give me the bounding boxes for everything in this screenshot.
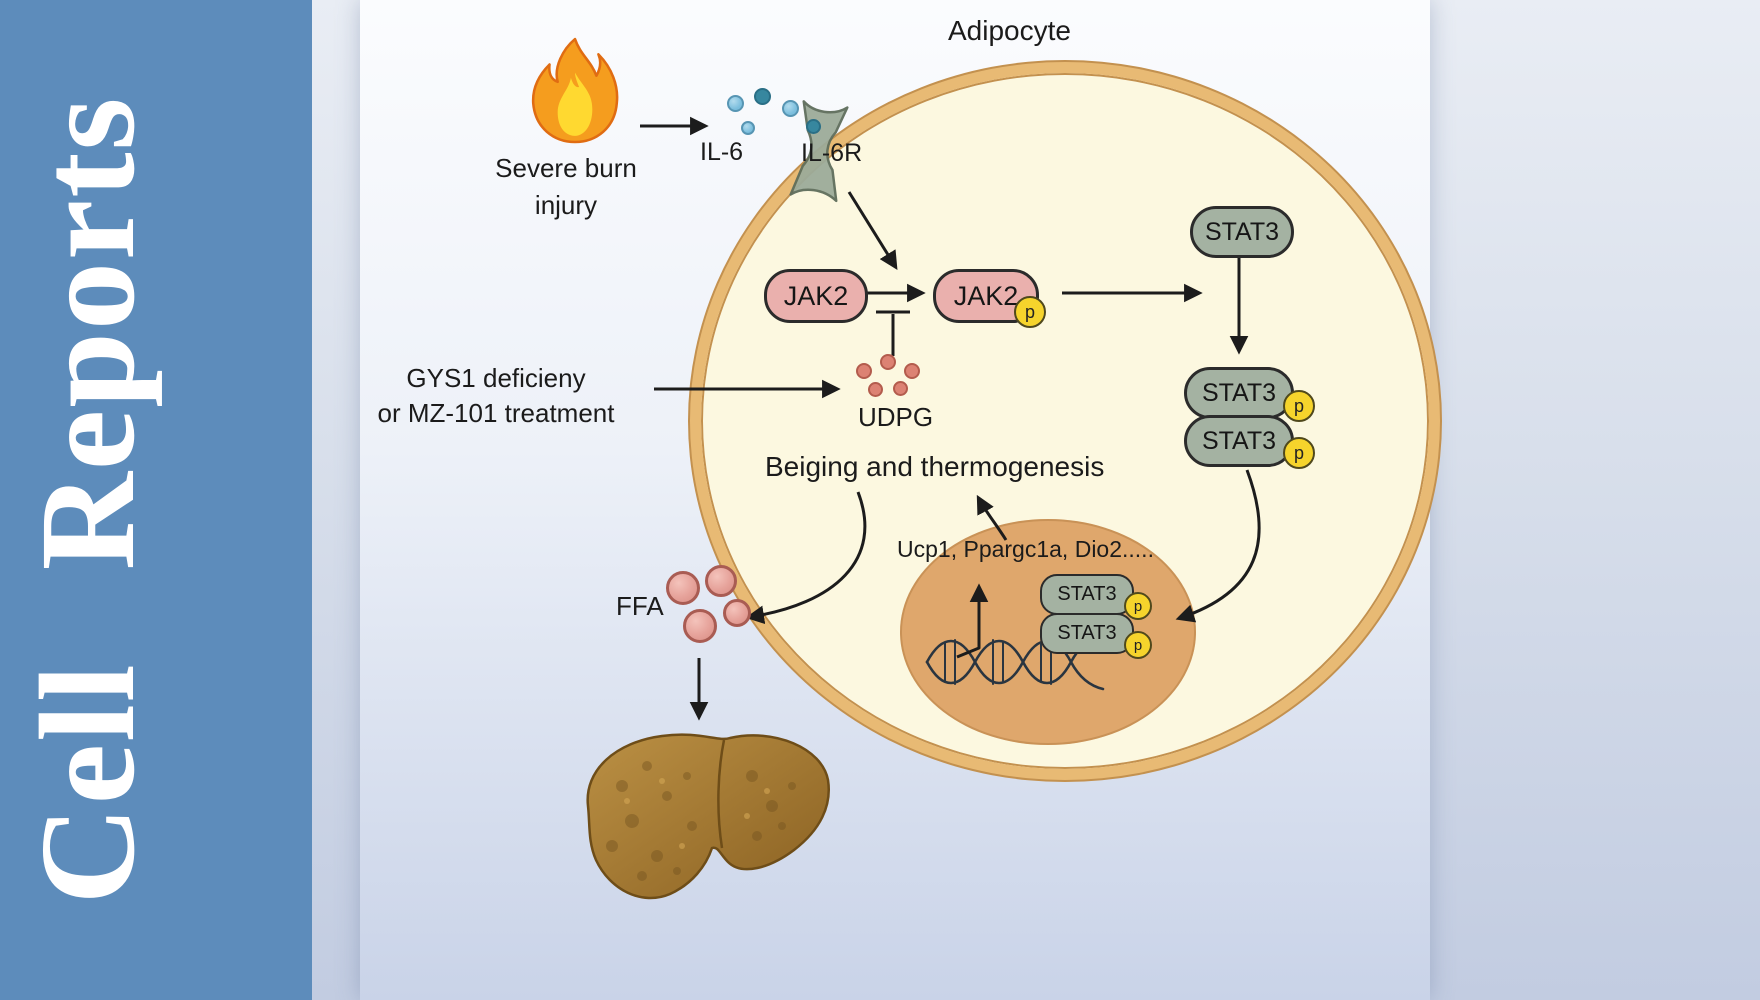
adipocyte-label: Adipocyte xyxy=(948,15,1071,46)
il6r-label: IL-6R xyxy=(801,139,863,167)
udpg-molecule-dot xyxy=(856,363,872,379)
phospho-badge-stat3-1: p xyxy=(1283,390,1315,422)
il6-molecule-dot xyxy=(727,95,744,112)
udpg-molecule-dot xyxy=(904,363,920,379)
ffa-molecule-dot xyxy=(666,571,700,605)
journal-sidebar: Cell Reports xyxy=(0,0,312,1000)
phospho-badge-nuclear-1: p xyxy=(1124,592,1152,620)
ffa-label: FFA xyxy=(616,591,664,621)
il6-molecule-dot xyxy=(741,121,755,135)
ffa-molecule-dot xyxy=(705,565,737,597)
ffa-molecule-dot xyxy=(723,599,751,627)
il6-molecule-dot xyxy=(754,88,771,105)
stat3-phospho-box-2: STAT3 xyxy=(1184,415,1294,467)
severe-burn-label: Severe burn injury xyxy=(441,150,691,224)
ffa-molecule-dot xyxy=(683,609,717,643)
phospho-badge-stat3-2: p xyxy=(1283,437,1315,469)
il6-molecule-dot xyxy=(782,100,799,117)
stat3-phospho-box-1: STAT3 xyxy=(1184,367,1294,419)
udpg-molecule-dot xyxy=(880,354,896,370)
journal-title: Cell Reports xyxy=(13,95,163,905)
beiging-label: Beiging and thermogenesis xyxy=(765,451,1105,482)
udpg-molecule-dot xyxy=(893,381,908,396)
jak2-box: JAK2 xyxy=(764,269,868,323)
stat3-nuclear-box-1: STAT3 xyxy=(1040,574,1134,615)
target-genes-label: Ucp1, Ppargc1a, Dio2..... xyxy=(897,536,1154,562)
severe-burn-line1: Severe burn xyxy=(495,153,637,183)
phospho-badge-nuclear-2: p xyxy=(1124,631,1152,659)
severe-burn-line2: injury xyxy=(534,190,598,220)
gys1-label: GYS1 deficieny or MZ-101 treatment xyxy=(350,361,642,431)
udpg-label: UDPG xyxy=(858,402,934,432)
phospho-badge-jak2: p xyxy=(1014,296,1046,328)
gys1-line1: GYS1 deficieny xyxy=(406,363,586,393)
stat3-nuclear-box-2: STAT3 xyxy=(1040,613,1134,654)
il6-receptor-icon xyxy=(789,100,849,203)
stat3-box: STAT3 xyxy=(1190,206,1294,258)
gys1-line2: or MZ-101 treatment xyxy=(377,398,615,428)
udpg-molecule-dot xyxy=(868,382,883,397)
il6-molecule-dot xyxy=(806,119,821,134)
flame-icon xyxy=(531,37,619,144)
liver-icon xyxy=(586,733,830,900)
il6-label: IL-6 xyxy=(700,138,744,166)
